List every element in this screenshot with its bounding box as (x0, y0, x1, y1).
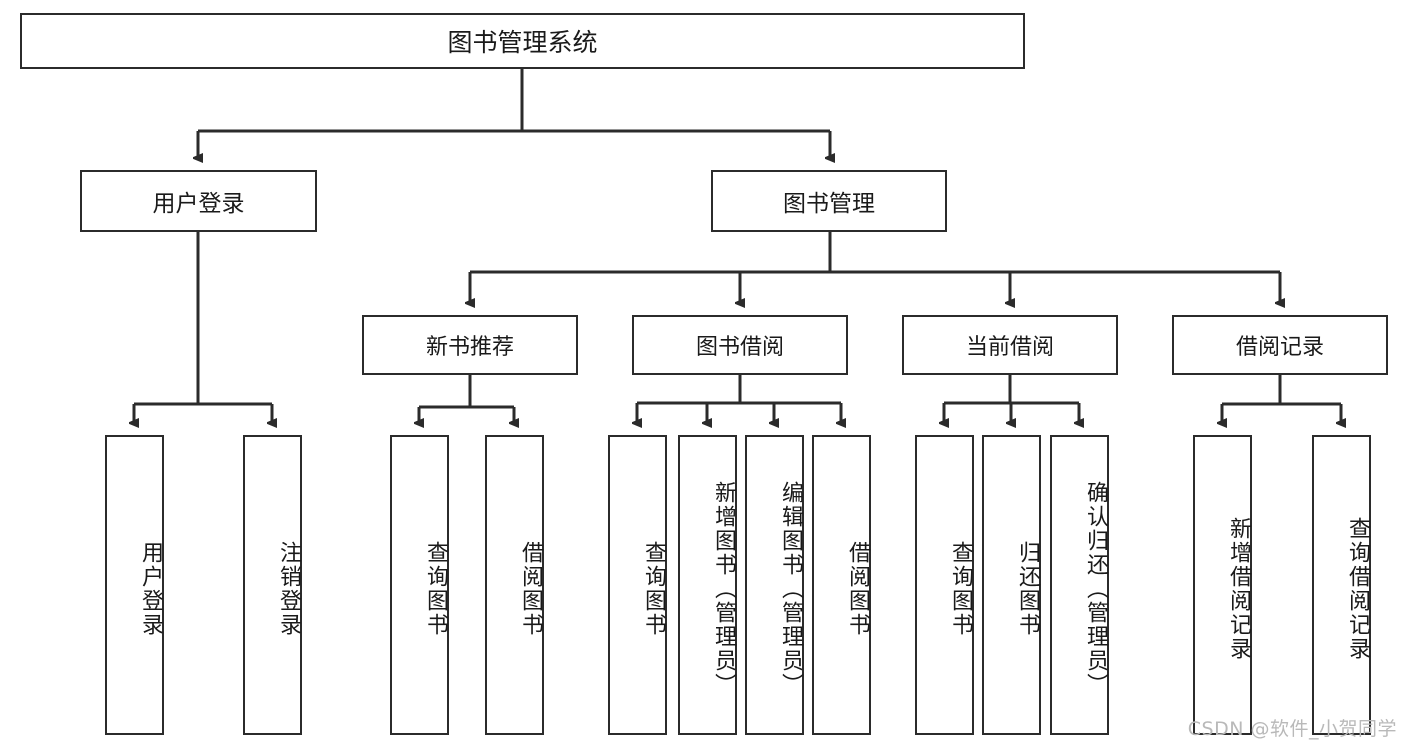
leaf-query-books-current[interactable]: 查询图书 (915, 435, 974, 735)
leaf-add-borrow-record-label: 新增借阅记录 (1226, 517, 1251, 661)
node-book-management[interactable]: 图书管理 (711, 170, 947, 232)
leaf-query-books-recommend[interactable]: 查询图书 (390, 435, 449, 735)
leaf-user-logout[interactable]: 注销登录 (243, 435, 302, 735)
node-book-management-label: 图书管理 (783, 191, 875, 217)
node-new-book-recommend[interactable]: 新书推荐 (362, 315, 578, 375)
leaf-query-borrow-record[interactable]: 查询借阅记录 (1312, 435, 1371, 735)
leaf-user-login[interactable]: 用户登录 (105, 435, 164, 735)
node-current-borrow[interactable]: 当前借阅 (902, 315, 1118, 375)
watermark: CSDN @软件_小贺同学 (1187, 718, 1397, 740)
leaf-query-books-recommend-label: 查询图书 (423, 541, 448, 637)
node-user-login[interactable]: 用户登录 (80, 170, 317, 232)
leaf-borrow-books-recommend[interactable]: 借阅图书 (485, 435, 544, 735)
node-new-book-recommend-label: 新书推荐 (425, 335, 514, 360)
leaf-edit-book[interactable]: 编辑图书（管理员） (745, 435, 804, 735)
leaf-return-book-label: 归还图书 (1015, 541, 1040, 637)
leaf-query-borrow-record-label: 查询借阅记录 (1345, 517, 1370, 661)
node-borrow-records[interactable]: 借阅记录 (1172, 315, 1388, 375)
node-current-borrow-label: 当前借阅 (965, 335, 1054, 360)
leaf-borrow-books-recommend-label: 借阅图书 (518, 541, 543, 637)
leaf-borrow-books-label: 借阅图书 (845, 541, 870, 637)
leaf-return-book[interactable]: 归还图书 (982, 435, 1041, 735)
node-user-login-label: 用户登录 (152, 191, 245, 217)
leaf-query-books-borrow-label: 查询图书 (641, 541, 666, 637)
leaf-user-login-label: 用户登录 (138, 541, 163, 637)
leaf-query-books-current-label: 查询图书 (948, 541, 973, 637)
leaf-confirm-return-label: 确认归还（管理员） (1083, 481, 1108, 697)
leaf-user-logout-label: 注销登录 (276, 541, 301, 637)
node-book-borrow-label: 图书借阅 (695, 335, 784, 360)
node-borrow-records-label: 借阅记录 (1235, 335, 1324, 360)
node-book-borrow[interactable]: 图书借阅 (632, 315, 848, 375)
node-root[interactable]: 图书管理系统 (20, 13, 1025, 69)
node-root-label: 图书管理系统 (447, 28, 598, 57)
leaf-borrow-books[interactable]: 借阅图书 (812, 435, 871, 735)
leaf-add-book-label: 新增图书（管理员） (711, 481, 736, 697)
leaf-add-book[interactable]: 新增图书（管理员） (678, 435, 737, 735)
leaf-query-books-borrow[interactable]: 查询图书 (608, 435, 667, 735)
leaf-confirm-return[interactable]: 确认归还（管理员） (1050, 435, 1109, 735)
leaf-edit-book-label: 编辑图书（管理员） (778, 481, 803, 697)
leaf-add-borrow-record[interactable]: 新增借阅记录 (1193, 435, 1252, 735)
